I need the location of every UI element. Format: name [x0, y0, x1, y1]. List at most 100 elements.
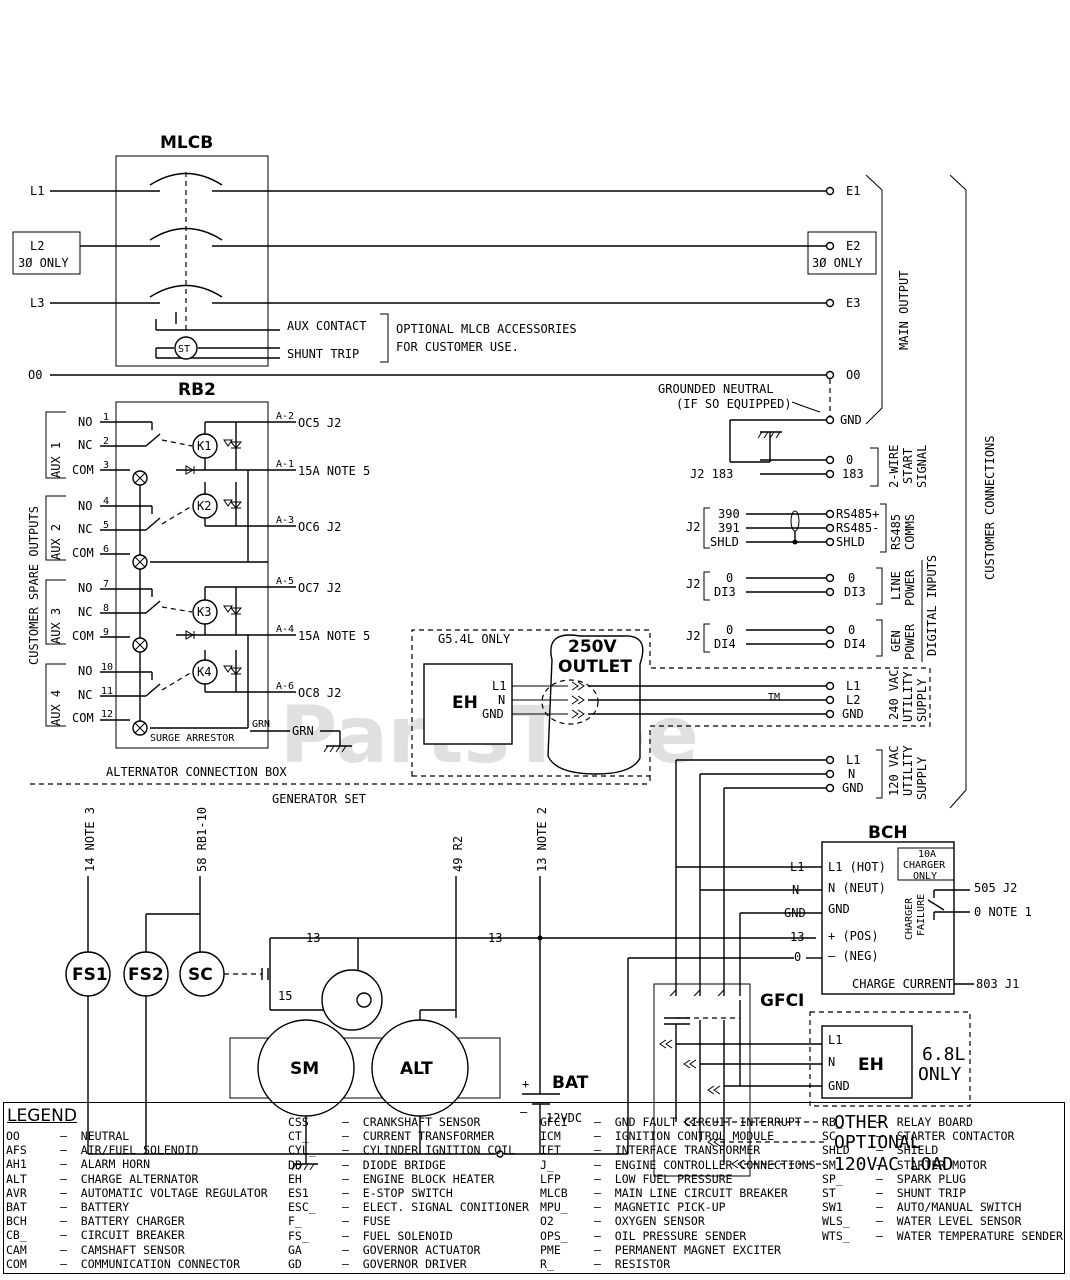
relay-k3: K3 [197, 605, 211, 619]
start-signal-j2: J2 183 [690, 467, 733, 481]
legend-entry: J_– ENGINE CONTROLLER CONNECTIONS [540, 1158, 816, 1172]
gnd-label: GND [840, 413, 862, 427]
g54-only-label: G5.4L ONLY [438, 632, 511, 646]
aux4-no: NO [78, 664, 92, 678]
legend-desc: – SHIELD [876, 1143, 939, 1158]
aux2-com: COM [72, 546, 94, 560]
line-label-l2: L2 [30, 239, 44, 253]
vac240-l2: L2 [846, 693, 860, 707]
legend-abbr: ST [822, 1185, 836, 1200]
legend-desc: – IGNITION CONTROL MODULE [594, 1129, 775, 1144]
gen-power-label-1: GEN [889, 630, 903, 652]
aux1-com: COM [72, 463, 94, 477]
legend-abbr: SP_ [822, 1171, 843, 1186]
legend-entry: DB– DIODE BRIDGE [288, 1158, 529, 1172]
watermark-tm: TM [768, 692, 780, 703]
sm-label: SM [290, 1059, 319, 1079]
aux1-nc: NC [78, 438, 92, 452]
wire-58-rb1-10: 58 RB1-10 [195, 807, 209, 872]
legend-abbr: AH1 [6, 1157, 27, 1172]
output-label-e3: E3 [846, 296, 860, 310]
eh-68l-box [821, 1025, 913, 1099]
legend-abbr: ALT [6, 1171, 27, 1186]
legend-entry: GD– GOVERNOR DRIVER [288, 1257, 529, 1271]
legend-entry: ST– SHUNT TRIP [822, 1186, 1063, 1200]
e2-3phase-box [807, 231, 877, 275]
other-load-label: OTHER [834, 1112, 888, 1133]
legend-desc: – MAGNETIC PICK-UP [594, 1200, 726, 1215]
legend-desc: – BATTERY [60, 1199, 130, 1214]
legend-entry: RB_ – RELAY BOARD [822, 1115, 1063, 1129]
eh68-only-2: ONLY [918, 1064, 962, 1085]
pin-2: 2 [103, 436, 109, 447]
line-power-label-1: LINE [889, 571, 903, 600]
bch-wire-l1: L1 [790, 860, 804, 874]
output-label-e1: E1 [846, 184, 860, 198]
legend-desc: – GOVERNOR ACTUATOR [342, 1242, 481, 1257]
legend-abbr: SC [822, 1129, 836, 1144]
output-label-o0: O0 [846, 368, 860, 382]
legend-abbr: SM [822, 1157, 836, 1172]
line-power-j2: J2 [686, 577, 700, 591]
legend-abbr: RB_ [822, 1115, 843, 1129]
bch-title: BCH [868, 823, 908, 843]
bch-pin-pos: + (POS) [828, 929, 879, 943]
legend-desc: – BATTERY CHARGER [60, 1214, 185, 1229]
output-oc6: OC6 J2 [298, 520, 341, 534]
wire-49-r2: 49 R2 [451, 836, 465, 872]
outlet-250v-shape [547, 634, 644, 775]
a-tag-1: A-1 [276, 459, 294, 470]
bch-only: ONLY [913, 871, 937, 882]
legend-desc: – SPARK PLUG [876, 1171, 967, 1186]
legend-abbr: R_ [540, 1256, 554, 1271]
eh-heater-box [423, 663, 513, 745]
rs485-shld: SHLD [836, 535, 865, 549]
line-label-l1: L1 [30, 184, 44, 198]
legend-abbr: BAT [6, 1199, 27, 1214]
legend-entry: O2– OXYGEN SENSOR [540, 1214, 816, 1228]
legend-desc: – RELAY BOARD [876, 1115, 973, 1129]
legend-abbr: ES1 [288, 1185, 309, 1200]
legend-entry: AH1 – ALARM HORN [6, 1157, 268, 1171]
eh68-only-1: 6.8L [922, 1044, 966, 1065]
legend-entry: SW1– AUTO/MANUAL SWITCH [822, 1200, 1063, 1214]
wire-13-note2: 13 NOTE 2 [535, 807, 549, 872]
aux2-no: NO [78, 499, 92, 513]
charger-failure-1: CHARGER [904, 897, 915, 940]
aux3-nc: NC [78, 605, 92, 619]
legend-abbr: DB [288, 1157, 302, 1172]
pin-7: 7 [103, 579, 109, 590]
bch-wire-0: 0 [794, 950, 801, 964]
vac120-l1: L1 [846, 753, 860, 767]
legend-desc: – STARTER MOTOR [876, 1157, 987, 1172]
charge-current-label: CHARGE CURRENT [852, 977, 953, 991]
surge-arrestor-label: SURGE ARRESTOR [150, 733, 235, 744]
outlet-label-2: OUTLET [558, 657, 632, 677]
bch-out-0-note1: 0 NOTE 1 [974, 905, 1032, 919]
legend-entry: AVR– AUTOMATIC VOLTAGE REGULATOR [6, 1186, 268, 1200]
legend-desc: – AIR/FUEL SOLENOID [60, 1143, 199, 1158]
grn-ground-label: GRN [292, 724, 314, 738]
legend-desc: – OIL PRESSURE SENDER [594, 1228, 747, 1243]
legend-abbr: BCH [6, 1214, 27, 1229]
legend-abbr: ICM [540, 1129, 561, 1144]
legend-desc: – FUSE [342, 1214, 391, 1229]
legend-entry: BCH – BATTERY CHARGER [6, 1214, 268, 1228]
legend-desc: – ALARM HORN [60, 1157, 151, 1172]
legend-entry: GFCI– GND FAULT CIRCUIT INTERRUPT [540, 1115, 816, 1129]
line-power-label-2: POWER [903, 569, 917, 606]
output-oc7: OC7 J2 [298, 581, 341, 595]
aux-1-label: AUX 1 [49, 442, 63, 478]
bch-wire-gnd: GND [784, 906, 806, 920]
aux-4-label: AUX 4 [49, 690, 63, 726]
customer-connections-label: CUSTOMER CONNECTIONS [983, 436, 997, 581]
gen-power-di4: DI4 [844, 637, 866, 651]
rs485-minus: RS485- [836, 521, 879, 535]
legend-entry: OPS_– OIL PRESSURE SENDER [540, 1229, 816, 1243]
bch-pin-l1: L1 (HOT) [828, 860, 886, 874]
legend-abbr: J_ [540, 1157, 554, 1172]
rs485-wire-shld: SHLD [710, 535, 739, 549]
